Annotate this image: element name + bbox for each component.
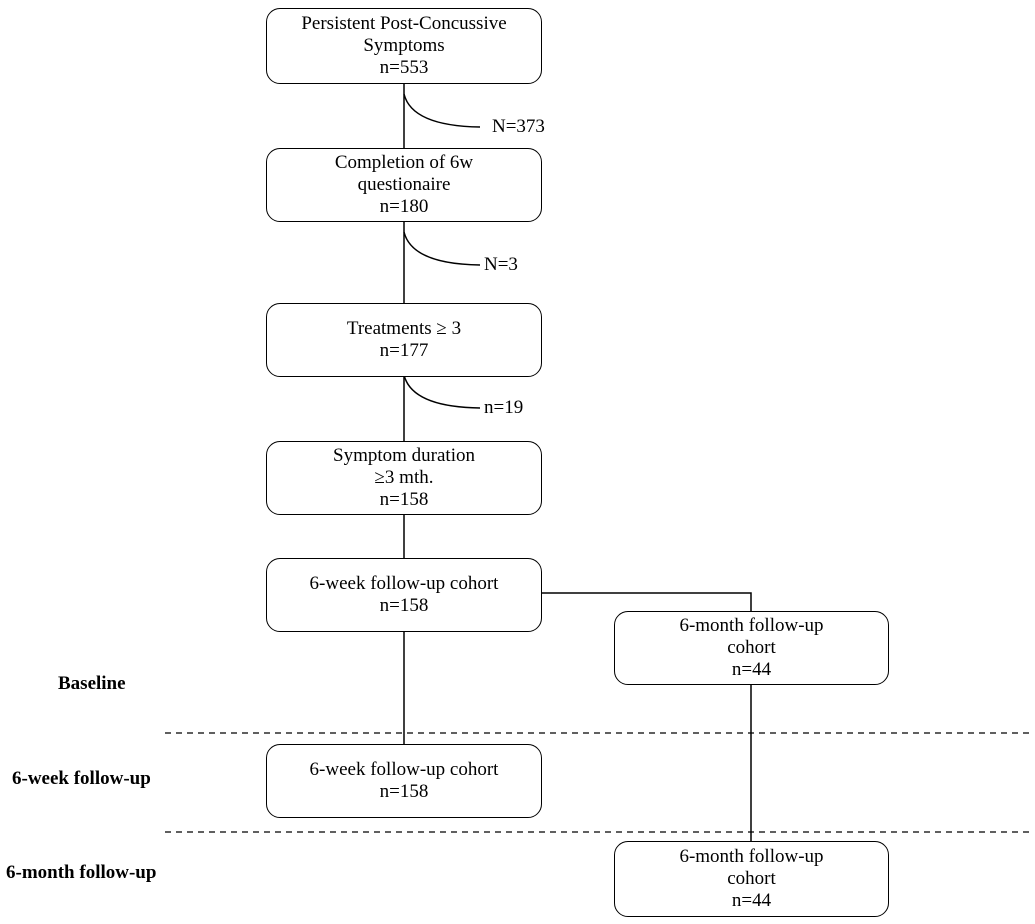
six-month-followup-count: n=44 — [731, 890, 772, 911]
treatments-line1: Treatments ≥ 3 — [346, 318, 462, 339]
six-month-followup-line2: cohort — [727, 868, 776, 889]
ppcs-count: n=553 — [379, 57, 429, 78]
six-month-baseline-line1: 6-month follow-up — [679, 615, 824, 636]
questionnaire-count: n=180 — [379, 196, 429, 217]
exclusion-label-3: n=19 — [484, 397, 524, 418]
six-week-cohort-baseline-box: 6-week follow-up cohort n=158 — [266, 558, 542, 632]
questionnaire-line1: Completion of 6w — [334, 152, 474, 173]
six-week-baseline-count: n=158 — [379, 595, 429, 616]
treatments-count: n=177 — [379, 340, 429, 361]
six-month-cohort-followup-box: 6-month follow-up cohort n=44 — [614, 841, 889, 917]
phase-label-6-week: 6-week follow-up — [12, 768, 151, 789]
six-month-baseline-line2: cohort — [727, 637, 776, 658]
connector-6week-to-6month — [542, 592, 752, 611]
phase-label-6-month: 6-month follow-up — [6, 862, 157, 883]
six-week-baseline-line1: 6-week follow-up cohort — [309, 573, 499, 594]
six-week-followup-line1: 6-week follow-up cohort — [309, 759, 499, 780]
exclusion-curve-1 — [403, 93, 481, 128]
ppcs-line1: Persistent Post-Concussive — [301, 13, 507, 34]
exclusion-curve-3 — [403, 374, 481, 409]
duration-line2: ≥3 mth. — [374, 467, 434, 488]
six-week-cohort-followup-box: 6-week follow-up cohort n=158 — [266, 744, 542, 818]
six-month-cohort-baseline-box: 6-month follow-up cohort n=44 — [614, 611, 889, 685]
exclusion-curve-2 — [403, 231, 481, 266]
six-month-baseline-count: n=44 — [731, 659, 772, 680]
exclusion-label-2: N=3 — [484, 254, 518, 275]
exclusion-label-1: N=373 — [492, 116, 545, 137]
duration-count: n=158 — [379, 489, 429, 510]
questionnaire-box: Completion of 6w questionaire n=180 — [266, 148, 542, 222]
duration-box: Symptom duration ≥3 mth. n=158 — [266, 441, 542, 515]
phase-label-baseline: Baseline — [58, 673, 126, 694]
ppcs-line2: Symptoms — [363, 35, 445, 56]
six-month-followup-line1: 6-month follow-up — [679, 846, 824, 867]
six-week-followup-count: n=158 — [379, 781, 429, 802]
questionnaire-line2: questionaire — [357, 174, 451, 195]
duration-line1: Symptom duration — [333, 445, 475, 466]
ppcs-box: Persistent Post-Concussive Symptoms n=55… — [266, 8, 542, 84]
treatments-box: Treatments ≥ 3 n=177 — [266, 303, 542, 377]
